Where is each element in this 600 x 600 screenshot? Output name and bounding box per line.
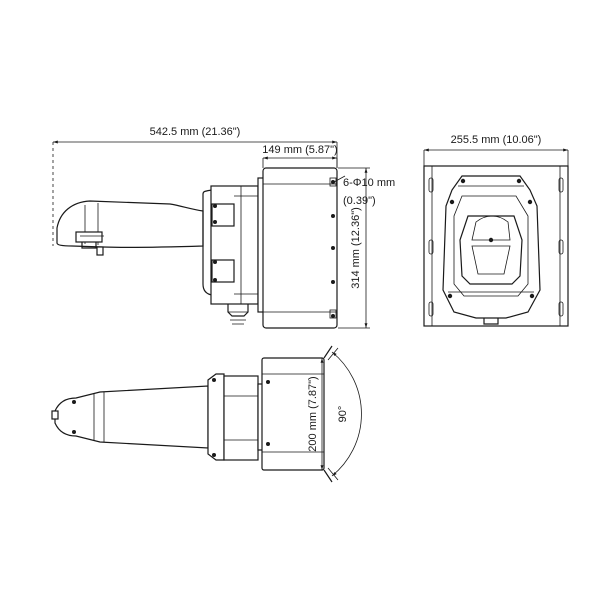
hole-spec-label: 6-Φ10 mm <box>343 177 395 189</box>
hole-spec-inch-label: (0.39") <box>343 195 376 207</box>
dimension-lines <box>52 140 569 477</box>
side-view <box>56 167 338 329</box>
overall-length-label: 542.5 mm (21.36") <box>150 126 241 138</box>
front-view <box>423 165 569 327</box>
rotation-angle-label: 90° <box>337 406 349 423</box>
pole-diameter-label: 200 mm (7.87") <box>307 376 319 451</box>
top-view <box>51 345 339 483</box>
box-depth-label: 149 mm (5.87") <box>262 144 337 156</box>
plate-height-label: 314 mm (12.36") <box>350 207 362 289</box>
plate-width-label: 255.5 mm (10.06") <box>451 134 542 146</box>
